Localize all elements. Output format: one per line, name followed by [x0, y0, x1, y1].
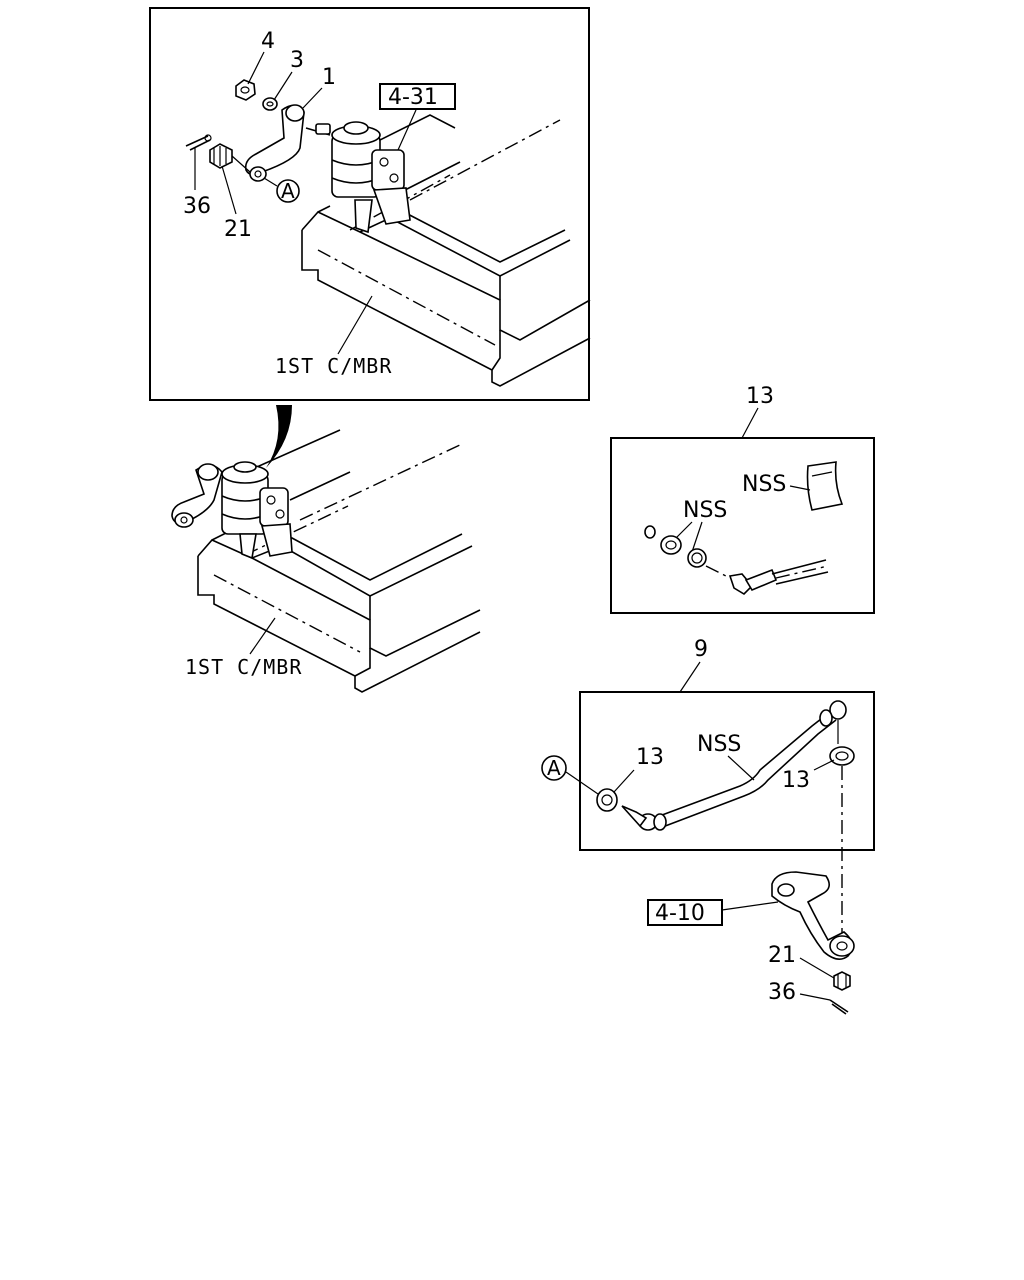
split-pin-36-bottom: [829, 999, 849, 1015]
detail-pointer-arrow: [266, 405, 292, 468]
castle-nut-21-bottom: [833, 971, 851, 991]
pitman-arm-top: [244, 104, 305, 182]
nss-tag-label: NSS: [742, 472, 786, 497]
top-detail-panel: 4 3 1 4-31 36 21 A 1ST C/MBR: [149, 7, 591, 401]
callout-1: 1: [322, 65, 336, 90]
drag-link-frame: [579, 691, 875, 851]
ref-box-4-31: [379, 83, 456, 110]
steering-gear-bottom: [221, 461, 293, 560]
pitman-arm-bottom: [171, 463, 223, 528]
kit-13-frame: [610, 437, 875, 614]
circle-a-marker-link: [541, 755, 567, 781]
kit-13-panel: 13 NSS NSS: [610, 384, 875, 614]
top-detail-frame: [149, 7, 590, 401]
circle-a-marker-top: [276, 179, 300, 203]
castle-nut-21-top: [209, 143, 251, 173]
tie-rod-end-icon: [705, 559, 829, 596]
callout-36-top: 36: [183, 194, 211, 219]
cross-member-label-bottom: 1ST C/MBR: [185, 655, 302, 679]
callout-36-bottom: 36: [768, 980, 796, 1005]
nut-4: [235, 79, 256, 101]
callout-4: 4: [261, 29, 275, 54]
callout-9: 9: [694, 637, 708, 662]
clip-ring-icon: [687, 548, 707, 568]
circle-a-label-link: A: [547, 756, 561, 780]
seal-13-right: [829, 746, 855, 766]
cross-member-bottom: [197, 429, 481, 693]
cross-member-label-top: 1ST C/MBR: [275, 354, 392, 378]
seal-13-left: [596, 788, 618, 812]
nss-kit-label: NSS: [683, 498, 727, 523]
assembly-overview: 1ST C/MBR: [171, 429, 481, 693]
ref-box-4-10: [647, 899, 723, 926]
drag-link-9-panel: 9 A 13 NSS 13: [541, 637, 875, 851]
washer-3: [262, 97, 278, 111]
callout-21-bottom: 21: [768, 943, 796, 968]
callout-3: 3: [290, 48, 304, 73]
steering-gear-top: [305, 121, 411, 234]
callout-13-left: 13: [636, 745, 664, 770]
callout-13-right: 13: [782, 768, 810, 793]
drag-link-rod: [621, 700, 847, 831]
o-ring-icon: [644, 525, 656, 539]
callout-13-kit: 13: [746, 384, 774, 409]
idler-arm-4-10: [771, 871, 855, 960]
nss-tag-icon: [806, 461, 844, 511]
circle-a-label-top: A: [281, 179, 295, 203]
ref-label-4-10: 4-10: [655, 901, 705, 926]
ref-label-4-31: 4-31: [388, 85, 438, 110]
nss-link-label: NSS: [697, 732, 741, 757]
seal-cup-icon: [660, 535, 682, 555]
split-pin-36-top: [185, 134, 212, 151]
callout-21-top: 21: [224, 217, 252, 242]
